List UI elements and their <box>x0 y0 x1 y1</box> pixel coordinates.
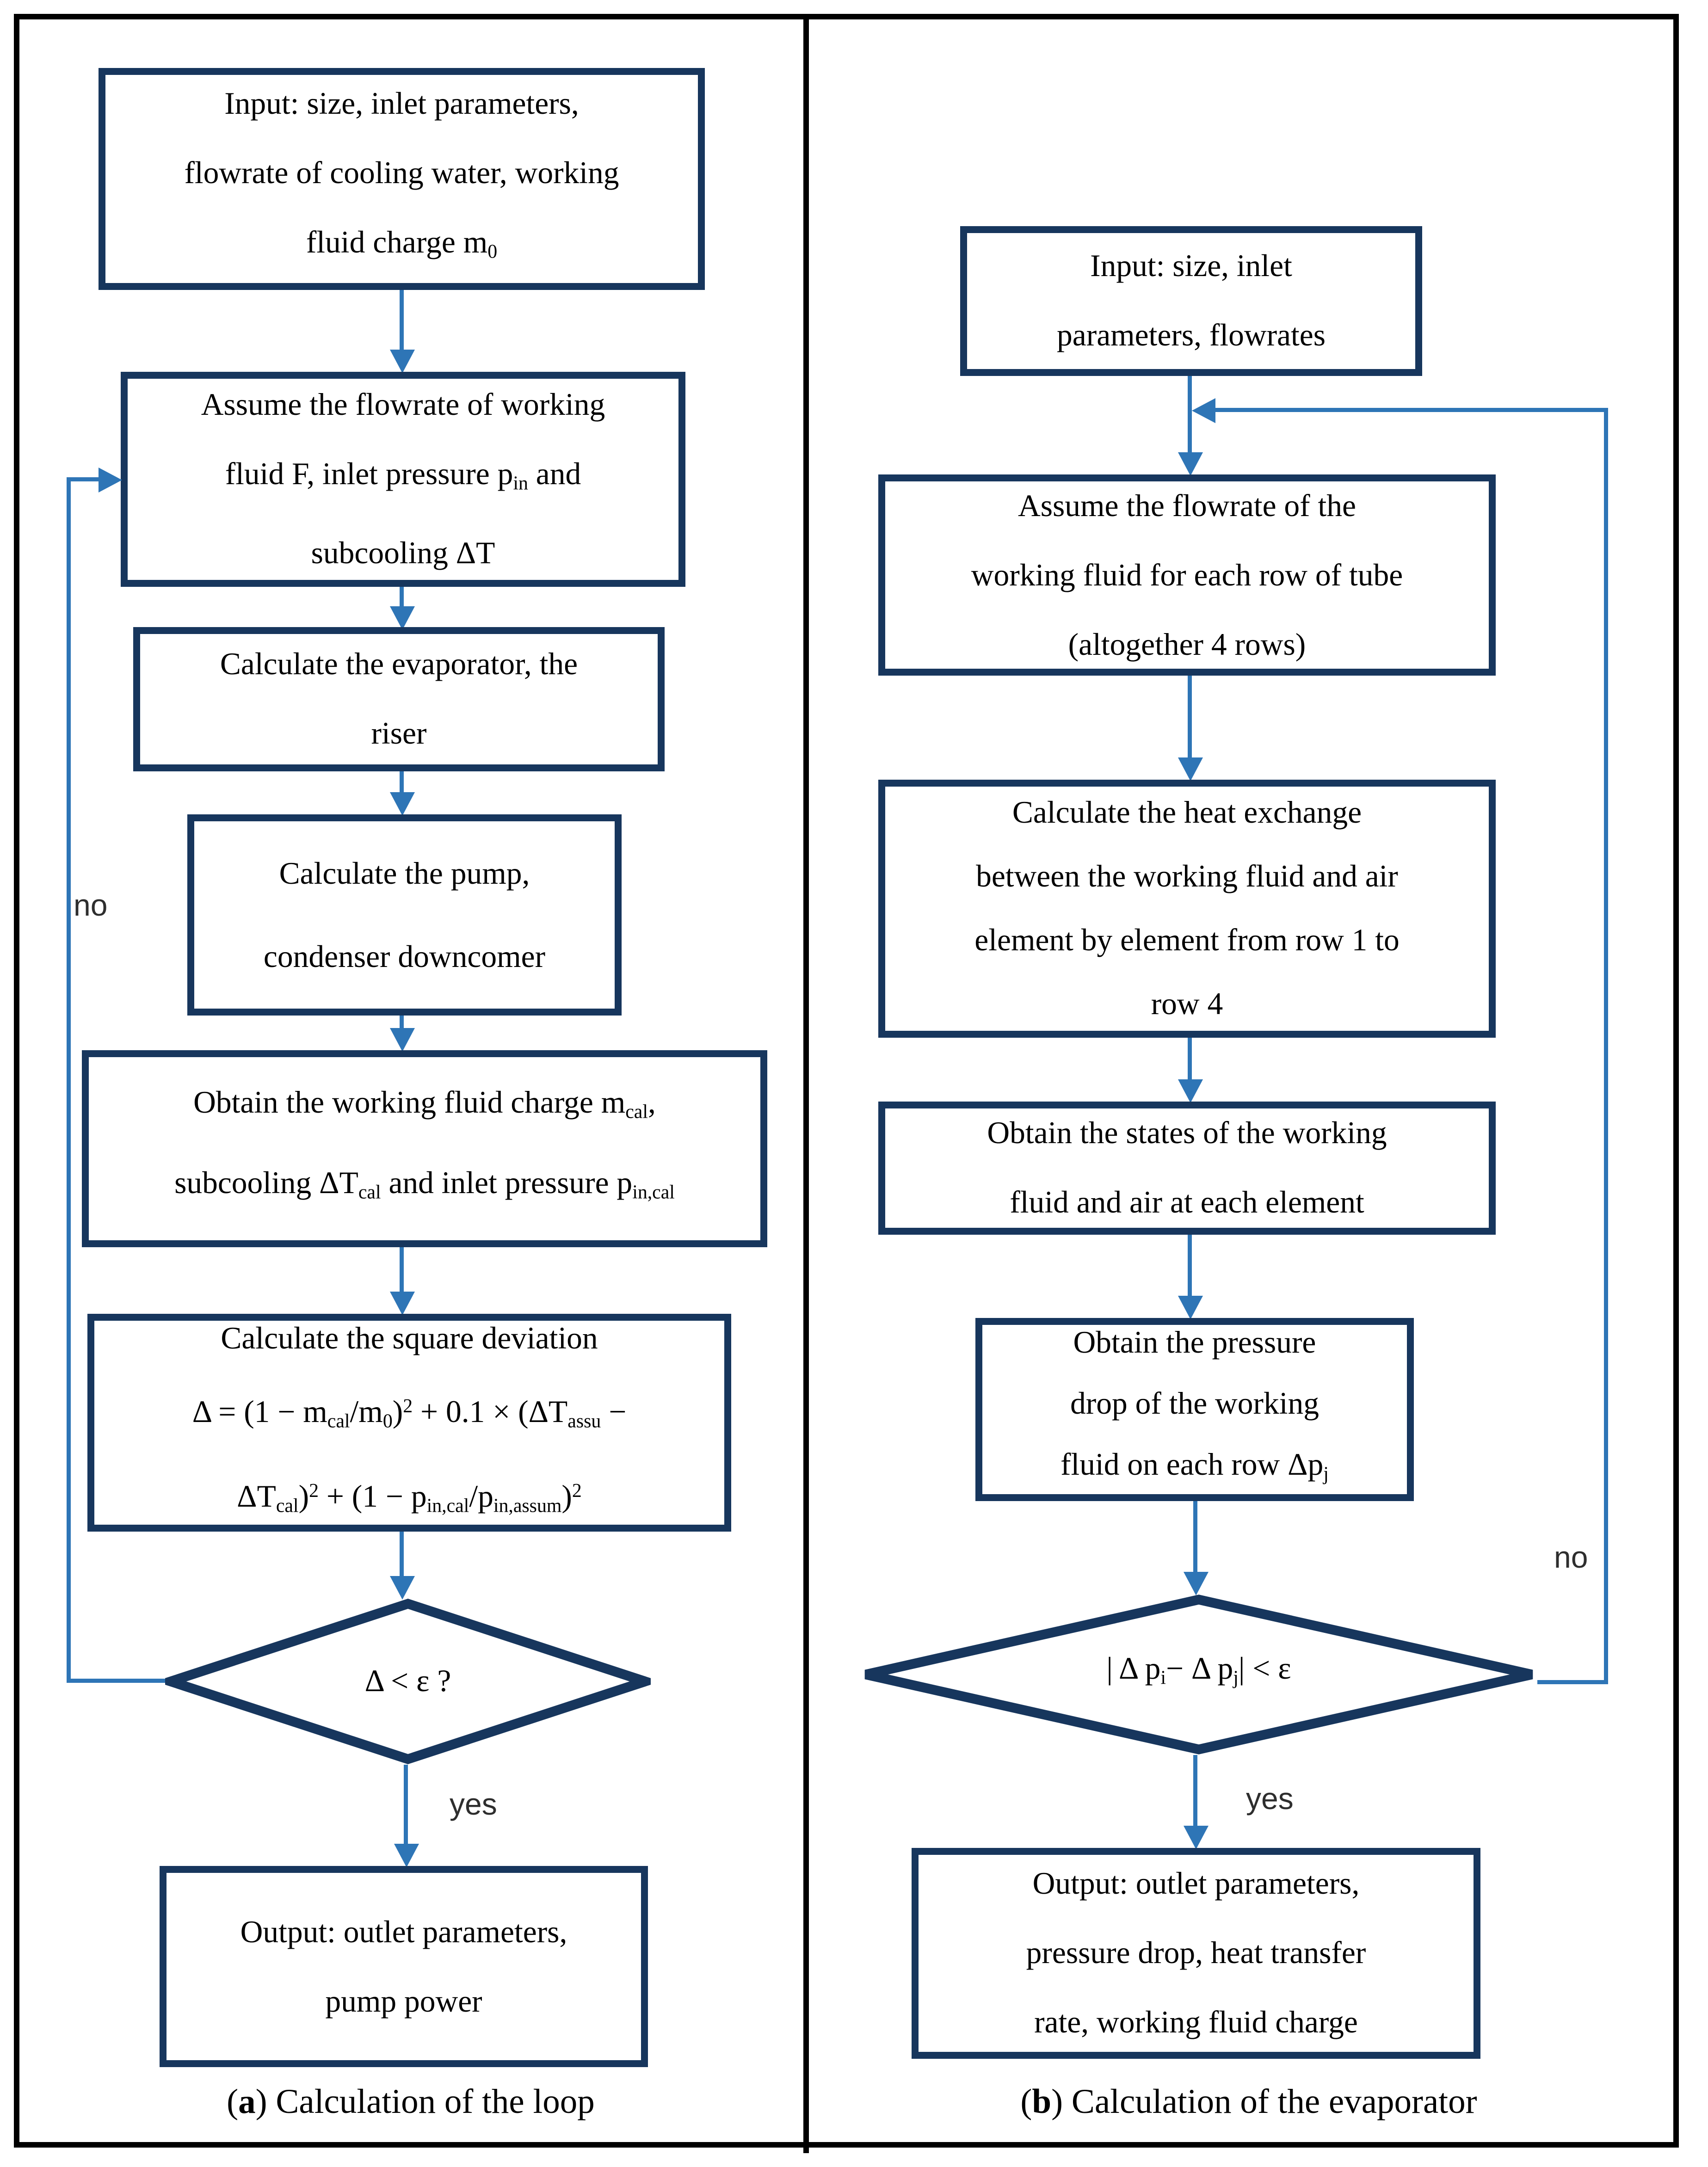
feedback-line <box>67 477 103 481</box>
feedback-line <box>67 480 71 1683</box>
connector-line <box>1193 1501 1197 1573</box>
arrow-right-icon <box>99 468 122 492</box>
decision-text-a: Δ < ε ? <box>364 1663 451 1698</box>
caption-b-letter: b <box>1032 2084 1052 2121</box>
connector-line <box>1188 376 1192 454</box>
connector-line <box>400 1247 404 1293</box>
arrow-left-icon <box>1192 398 1215 423</box>
caption-b-rest: ) Calculation of the evaporator <box>1051 2084 1477 2121</box>
caption-a-open: ( <box>227 2084 239 2121</box>
calc-pump-box: Calculate the pump,condenser downcomer <box>187 814 622 1016</box>
feedback-line <box>67 1679 165 1683</box>
feedback-line <box>1213 408 1608 412</box>
decision-diamond-b: | Δ pi− Δ pj| < ε <box>860 1594 1537 1755</box>
arrow-down-icon <box>390 792 415 816</box>
arrow-down-icon <box>1178 757 1203 781</box>
connector-line <box>1188 1235 1192 1297</box>
no-label-a: no <box>74 888 108 923</box>
caption-a: (a) Calculation of the loop <box>55 2084 766 2123</box>
output-box-b: Output: outlet parameters,pressure drop,… <box>912 1848 1480 2059</box>
connector-line <box>400 771 404 794</box>
decision-diamond-a: Δ < ε ? <box>165 1598 651 1765</box>
arrow-down-icon <box>1184 1572 1209 1595</box>
feedback-line <box>1604 411 1608 1684</box>
arrow-down-icon <box>390 1576 415 1600</box>
caption-a-rest: ) Calculation of the loop <box>255 2084 595 2121</box>
feedback-line <box>1537 1680 1608 1684</box>
connector-line <box>400 1016 404 1029</box>
obtain-charge-box: Obtain the working fluid charge mcal,sub… <box>82 1050 767 1247</box>
connector-line <box>1188 1038 1192 1081</box>
arrow-down-icon <box>1178 1079 1203 1103</box>
connector-line <box>400 290 404 352</box>
diamond-shape <box>165 1598 651 1765</box>
input-box-a: Input: size, inlet parameters,flowrate o… <box>99 68 705 290</box>
decision-text-b: | Δ pi− Δ pj| < ε <box>1106 1651 1291 1690</box>
no-label-b: no <box>1554 1540 1588 1575</box>
connector-line <box>1193 1755 1197 1827</box>
connector-line <box>400 1532 404 1577</box>
arrow-down-icon <box>390 1028 415 1052</box>
yes-label-b: yes <box>1246 1781 1294 1816</box>
arrow-down-icon <box>390 606 415 630</box>
diamond-shape <box>864 1594 1533 1755</box>
connector-line <box>400 587 404 608</box>
column-divider <box>803 14 809 2153</box>
caption-b-open: ( <box>1020 2084 1032 2121</box>
connector-line <box>404 1765 408 1845</box>
connector-line <box>1188 676 1192 759</box>
arrow-down-icon <box>1178 1296 1203 1319</box>
caption-b: (b) Calculation of the evaporator <box>832 2084 1665 2123</box>
yes-label-a: yes <box>450 1787 497 1822</box>
output-box-a: Output: outlet parameters,pump power <box>160 1866 648 2067</box>
arrow-down-icon <box>1178 452 1203 476</box>
arrow-down-icon <box>1184 1826 1209 1849</box>
arrow-down-icon <box>390 1292 415 1315</box>
arrow-down-icon <box>394 1844 419 1867</box>
caption-a-letter: a <box>238 2084 256 2121</box>
arrow-down-icon <box>390 350 415 373</box>
